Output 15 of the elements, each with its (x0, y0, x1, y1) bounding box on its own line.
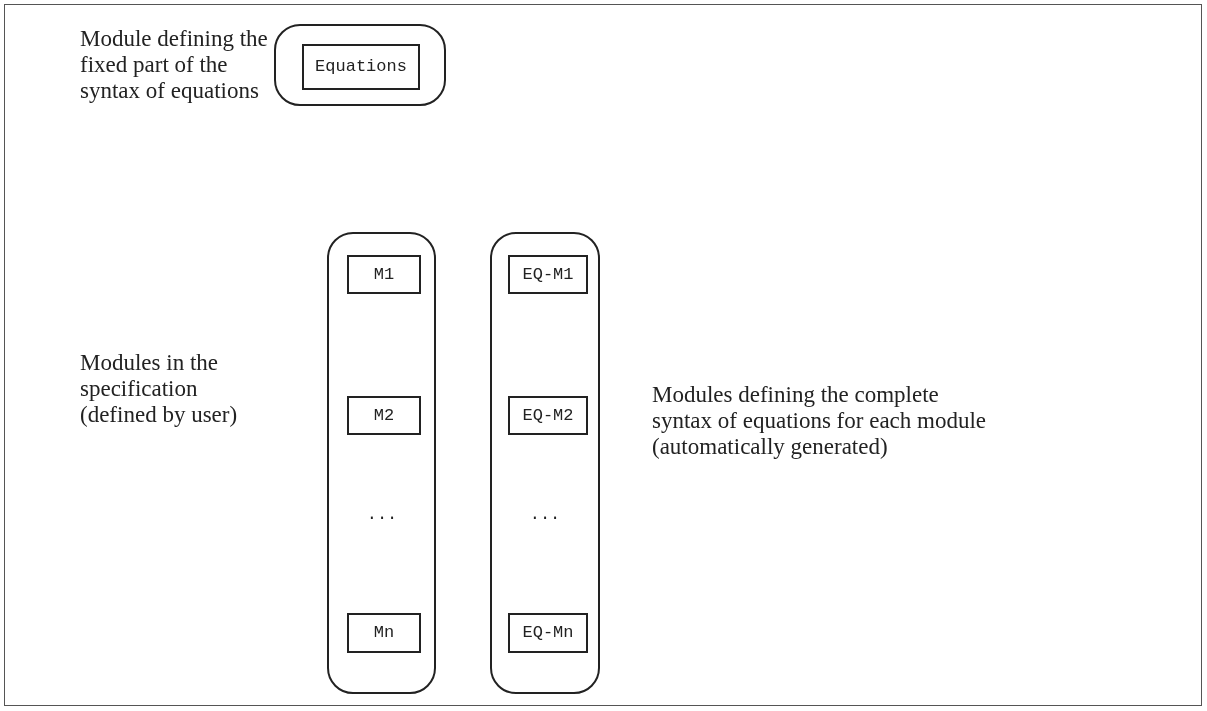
module-box: EQ-M1 (508, 255, 588, 294)
description-text: Module defining the fixed part of the syntax of equations (80, 26, 268, 104)
ellipsis: ... (365, 504, 399, 526)
module-group (490, 232, 600, 694)
module-box: M2 (347, 396, 421, 435)
module-box: EQ-M2 (508, 396, 588, 435)
module-box: Mn (347, 613, 421, 653)
description-text: Modules in the specification (defined by user) (80, 350, 239, 428)
ellipsis: ... (528, 504, 562, 526)
module-box: M1 (347, 255, 421, 294)
module-group (327, 232, 436, 694)
module-box: EQ-Mn (508, 613, 588, 653)
module-group (274, 24, 446, 106)
description-text: Modules defining the complete syntax of equations for each module (automatically generated) (652, 382, 988, 460)
module-box: Equations (302, 44, 420, 90)
